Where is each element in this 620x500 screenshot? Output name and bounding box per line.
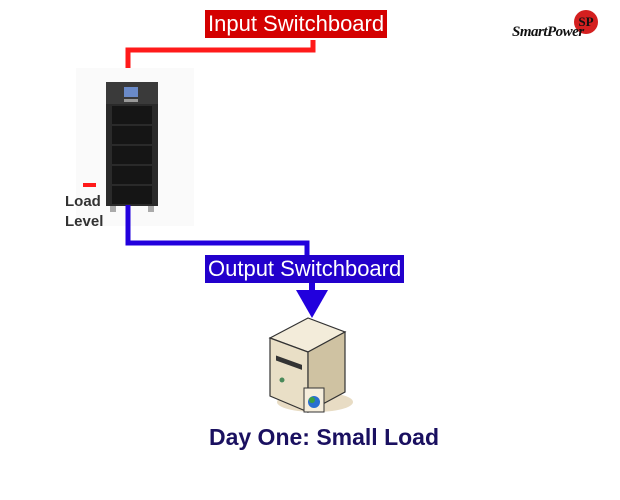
logo-monogram: SP (574, 10, 598, 34)
load-level-line2: Level (65, 213, 104, 230)
output-switchboard-label: Output Switchboard (205, 255, 405, 283)
diagram-title: Day One: Small Load (208, 424, 440, 450)
input-switchboard-label: Input Switchboard (205, 10, 388, 38)
smartpower-logo: SP SmartPower (512, 10, 612, 44)
load-level-indicator (83, 183, 96, 187)
input-cable (125, 40, 316, 84)
ups-cabinet-icon (106, 82, 158, 212)
output-arrow-head (296, 290, 328, 318)
load-level-line1: Load (65, 193, 101, 210)
output-cable (125, 205, 310, 260)
logo-text: SmartPower (512, 24, 584, 40)
load-level-label: Load Level (65, 192, 103, 232)
server-icon (268, 317, 353, 414)
